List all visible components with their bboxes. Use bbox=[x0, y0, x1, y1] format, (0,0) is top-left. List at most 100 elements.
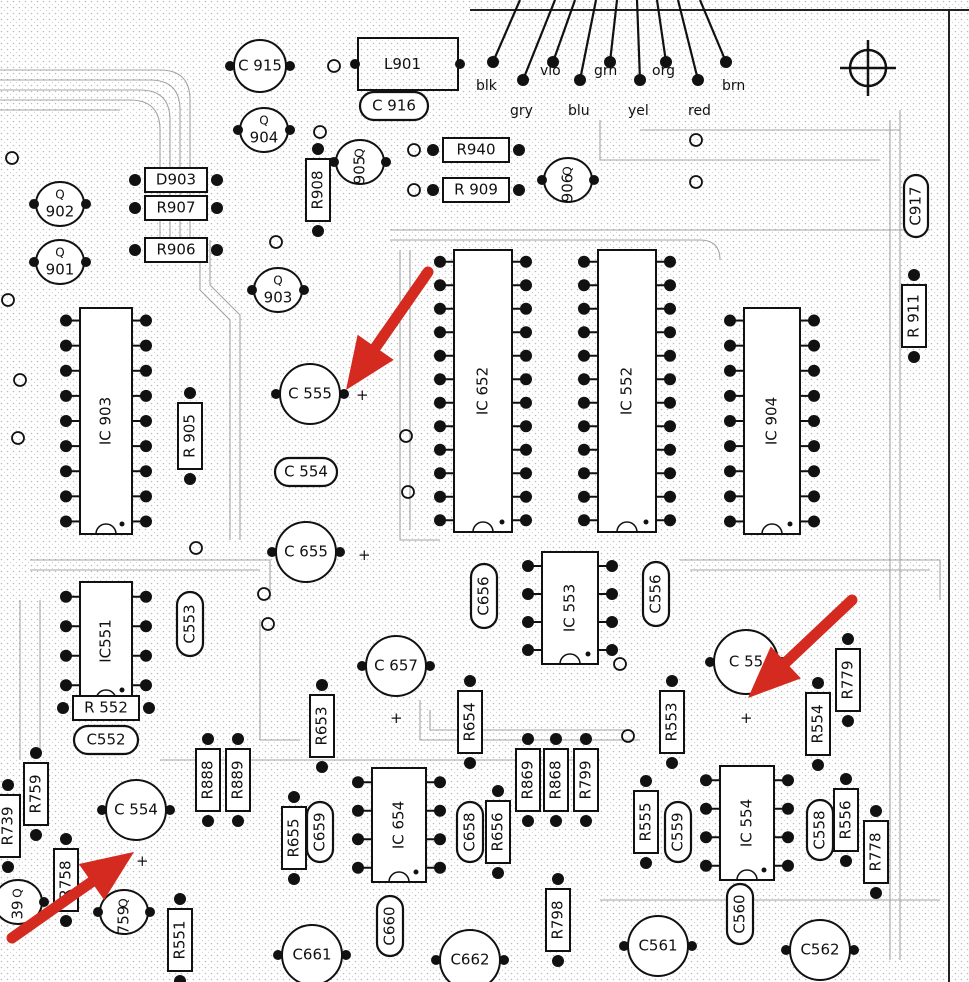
capacitor-oval: C556 bbox=[641, 560, 671, 628]
resistor: R 911 bbox=[901, 269, 927, 363]
capacitor-round: C 554 bbox=[97, 779, 175, 841]
transistor-type-label: Q bbox=[561, 166, 575, 175]
ic-label: IC 903 bbox=[97, 397, 115, 445]
capacitor-label: C662 bbox=[450, 951, 489, 969]
capacitor-round: C 555 bbox=[271, 363, 349, 425]
resistor: R654 bbox=[457, 675, 483, 769]
resistor-label: R908 bbox=[309, 170, 327, 209]
capacitor-label: C 555 bbox=[288, 385, 332, 403]
resistor-label: R940 bbox=[456, 141, 495, 159]
via-pad bbox=[1, 293, 15, 307]
ic-654: IC 654 bbox=[352, 767, 446, 883]
ic-552: IC 552 bbox=[578, 249, 676, 533]
resistor-label: R551 bbox=[171, 920, 189, 959]
resistor: R778 bbox=[863, 805, 889, 899]
capacitor-label: C917 bbox=[907, 186, 925, 225]
ic-554: IC 554 bbox=[700, 765, 794, 881]
resistor: R655 bbox=[281, 791, 307, 885]
resistor-label: R739 bbox=[0, 806, 17, 845]
capacitor-round: C 655 bbox=[267, 521, 345, 583]
resistor-label: R778 bbox=[867, 832, 885, 871]
wire-label-org: org bbox=[652, 63, 675, 79]
via-pad bbox=[257, 587, 271, 601]
capacitor-oval: C660 bbox=[375, 894, 405, 958]
red-arrow-annotation bbox=[748, 594, 858, 698]
red-arrow-annotation bbox=[6, 852, 134, 944]
resistor-label: R555 bbox=[637, 802, 655, 841]
transistor-type-label: Q bbox=[55, 246, 64, 260]
capacitor-label: C659 bbox=[311, 812, 329, 851]
resistor: R908 bbox=[305, 143, 331, 237]
transistor-q739: Q39 bbox=[0, 879, 49, 925]
via-pad bbox=[399, 429, 413, 443]
wire-harness bbox=[491, 0, 728, 81]
capacitor-label: C 55 bbox=[729, 653, 763, 671]
capacitor-label: C 915 bbox=[238, 57, 282, 75]
capacitor-oval: C 554 bbox=[273, 456, 339, 488]
resistor: R556 bbox=[833, 773, 859, 867]
resistor-label: R907 bbox=[156, 199, 195, 217]
resistor: D903 bbox=[129, 167, 223, 193]
ic-label: IC 552 bbox=[618, 367, 636, 415]
polarity-mark-c555: + bbox=[356, 386, 369, 404]
via-pad bbox=[407, 143, 421, 157]
resistor-label: R553 bbox=[663, 702, 681, 741]
via-pad bbox=[313, 125, 327, 139]
capacitor-label: C 657 bbox=[374, 657, 418, 675]
resistor-label: R759 bbox=[27, 774, 45, 813]
capacitor-oval: C558 bbox=[805, 798, 835, 862]
resistor-label: R653 bbox=[313, 706, 331, 745]
ic-label: IC 904 bbox=[763, 397, 781, 445]
via-pad bbox=[261, 617, 275, 631]
resistor-label: R869 bbox=[519, 760, 537, 799]
resistor-label: R656 bbox=[489, 812, 507, 851]
resistor: R889 bbox=[225, 733, 251, 827]
resistor-label: R554 bbox=[809, 704, 827, 743]
via-pad bbox=[11, 431, 25, 445]
via-pad bbox=[189, 541, 203, 555]
resistor: R798 bbox=[545, 873, 571, 967]
resistor-label: R556 bbox=[837, 800, 855, 839]
polarity-mark-c55: + bbox=[740, 709, 753, 727]
resistor-label: R868 bbox=[547, 760, 565, 799]
ic-label: IC 553 bbox=[561, 584, 579, 632]
capacitor-round: C661 bbox=[273, 924, 351, 982]
resistor: R 909 bbox=[427, 177, 525, 203]
polarity-mark-c657: + bbox=[390, 709, 403, 727]
resistor: R906 bbox=[129, 237, 223, 263]
via-pad bbox=[613, 657, 627, 671]
resistor: R553 bbox=[659, 675, 685, 769]
via-pad bbox=[5, 151, 19, 165]
resistor: R869 bbox=[515, 733, 541, 827]
resistor-label: R799 bbox=[577, 760, 595, 799]
resistor: R779 bbox=[835, 633, 861, 727]
capacitor-oval: C552 bbox=[72, 724, 140, 756]
capacitor-round: C 657 bbox=[357, 635, 435, 697]
ic-label: IC 654 bbox=[390, 801, 408, 849]
resistor: R656 bbox=[485, 785, 511, 879]
capacitor-round: C 915 bbox=[225, 39, 295, 93]
via-pad bbox=[407, 183, 421, 197]
transistor-number-label: 903 bbox=[264, 289, 293, 307]
transistor-number-label: 759 bbox=[115, 906, 133, 935]
resistor: R799 bbox=[573, 733, 599, 827]
resistor: R888 bbox=[195, 733, 221, 827]
wire-label-vio: vio bbox=[540, 63, 561, 79]
transistor-number-label: 906 bbox=[559, 174, 577, 203]
resistor: R551 bbox=[167, 893, 193, 982]
capacitor-round: C561 bbox=[619, 915, 697, 977]
resistor-label: D903 bbox=[156, 171, 196, 189]
resistor-label: R 552 bbox=[84, 699, 128, 717]
resistor-label: R906 bbox=[156, 241, 195, 259]
capacitor-oval: C560 bbox=[725, 882, 755, 946]
ic-652: IC 652 bbox=[434, 249, 532, 533]
transistor-type-label: Q bbox=[353, 148, 367, 157]
transistor-type-label: Q bbox=[259, 114, 268, 128]
via-pad bbox=[401, 485, 415, 499]
via-pad bbox=[689, 175, 703, 189]
